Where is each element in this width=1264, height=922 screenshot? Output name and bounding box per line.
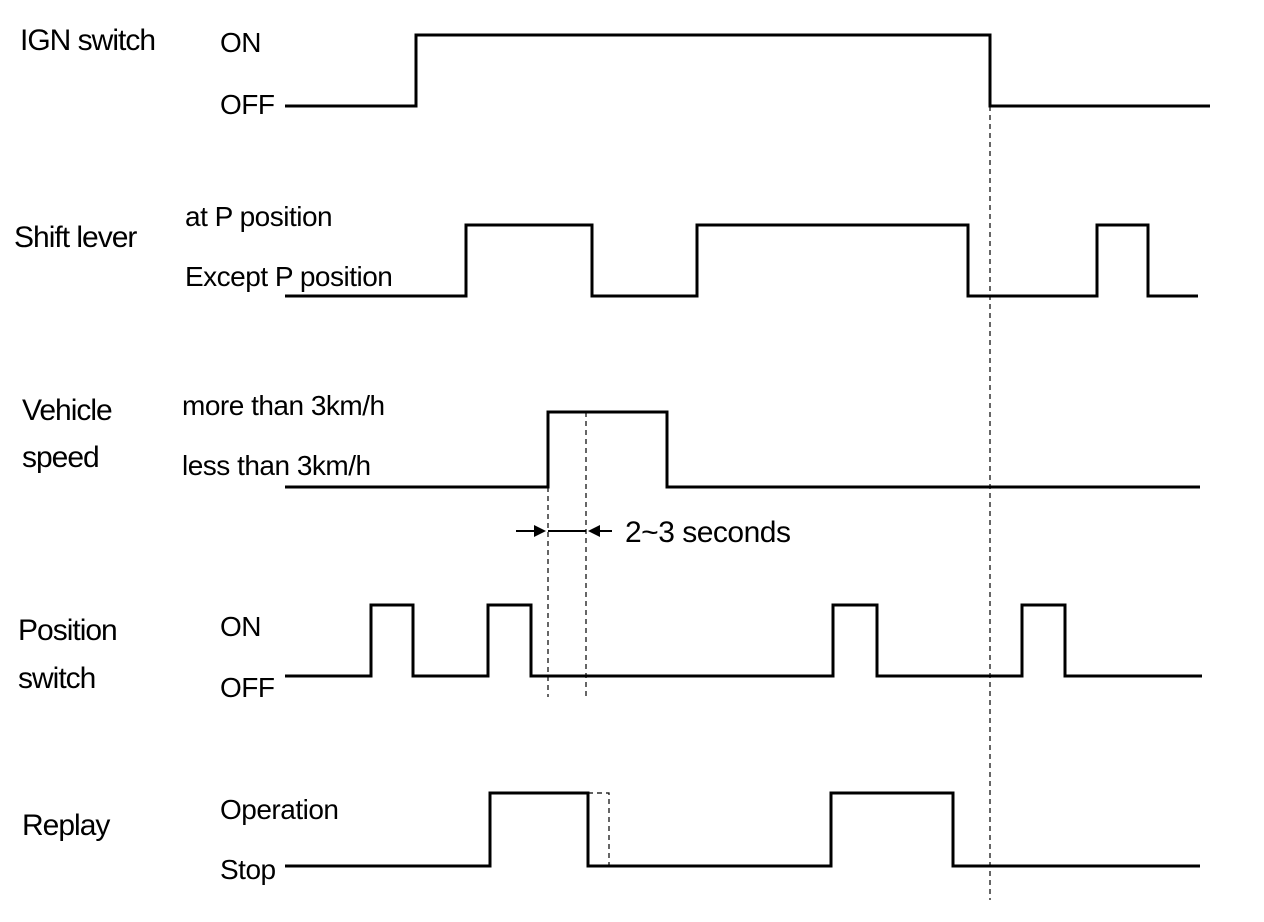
timing-annotation: 2~3 seconds [516,516,791,549]
replay-extension-dashed [588,792,610,866]
position-switch-waveform [285,603,1202,678]
position-switch-high-label: ON [220,611,261,642]
shift-lever-name: Shift lever [14,221,137,254]
position-switch-signal: Position switch ON OFF [18,603,1202,703]
replay-name: Replay [22,809,110,842]
ign-switch-low-label: OFF [220,89,275,120]
vehicle-speed-waveform [285,410,1200,489]
shift-lever-waveform [285,223,1198,298]
position-switch-name-line1: Position [18,614,117,647]
replay-waveform [285,791,1200,868]
replay-low-label: Stop [220,854,276,885]
ign-switch-name: IGN switch [20,24,155,57]
position-switch-name-line2: switch [18,662,95,695]
replay-high-label: Operation [220,794,338,825]
ign-switch-signal: IGN switch ON OFF [20,24,1210,120]
shift-lever-signal: Shift lever at P position Except P posit… [14,201,1198,298]
ign-switch-high-label: ON [220,27,261,58]
vehicle-speed-signal: Vehicle speed more than 3km/h less than … [22,390,1200,489]
ign-switch-waveform [285,33,1210,108]
shift-lever-high-label: at P position [185,201,332,232]
replay-signal: Replay Operation Stop [22,791,1200,885]
vehicle-speed-name-line1: Vehicle [22,394,112,427]
vehicle-speed-low-label: less than 3km/h [182,450,371,481]
shift-lever-low-label: Except P position [185,261,392,292]
timing-note: 2~3 seconds [625,516,790,549]
vehicle-speed-high-label: more than 3km/h [182,390,385,421]
position-switch-low-label: OFF [220,672,275,703]
vehicle-speed-name-line2: speed [22,441,99,474]
